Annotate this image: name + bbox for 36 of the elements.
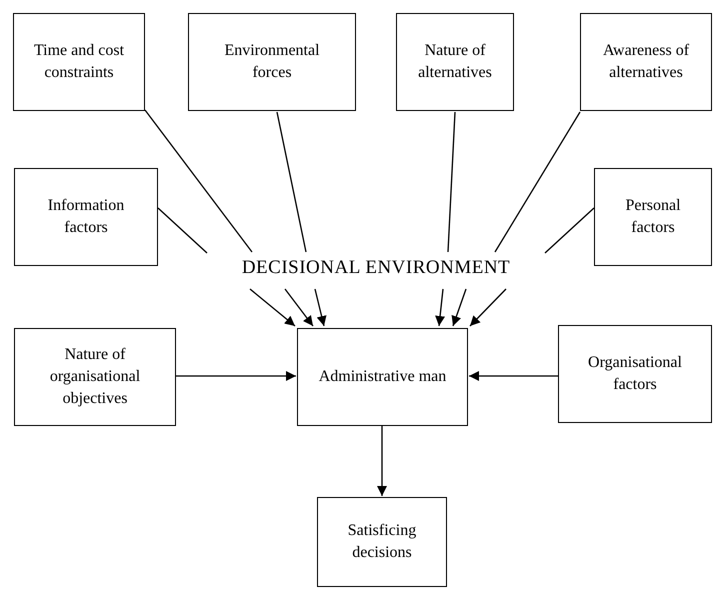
arrow [314, 288, 326, 326]
process-box [14, 328, 176, 426]
process-box [13, 13, 145, 111]
process-box [14, 168, 158, 266]
box-label: Administrative man [318, 367, 446, 387]
box-label: Information factors [46, 196, 126, 238]
arrow [284, 288, 314, 326]
diagram-label: DECISIONAL ENVIRONMENT [205, 252, 547, 284]
process-box [396, 13, 514, 111]
arrow [176, 371, 296, 381]
process-box [594, 168, 712, 266]
process-box [558, 325, 712, 423]
process-box [317, 497, 447, 587]
process-box [580, 13, 712, 111]
arrow [377, 426, 387, 496]
box-label: Satisficing decisions [346, 521, 418, 563]
connector-line [494, 112, 581, 252]
arrow [470, 288, 506, 326]
connector-line [276, 112, 307, 252]
box-label: Nature of organisational objectives [48, 345, 142, 409]
arrow [250, 288, 296, 326]
connector-line [544, 208, 594, 254]
box-label: Awareness of alternatives [602, 41, 690, 83]
process-box [297, 328, 468, 426]
arrow [452, 288, 467, 326]
box-label: Organisational factors [587, 353, 683, 395]
connector-line [144, 110, 253, 252]
box-label: Environmental forces [223, 41, 321, 83]
box-label: Personal factors [624, 196, 682, 238]
box-label: Time and cost constraints [32, 41, 126, 83]
connector-line [447, 112, 456, 252]
box-label: Nature of alternatives [417, 41, 493, 83]
process-box [188, 13, 356, 111]
arrow [435, 288, 446, 326]
arrow [469, 371, 558, 381]
connector-line [158, 208, 208, 254]
